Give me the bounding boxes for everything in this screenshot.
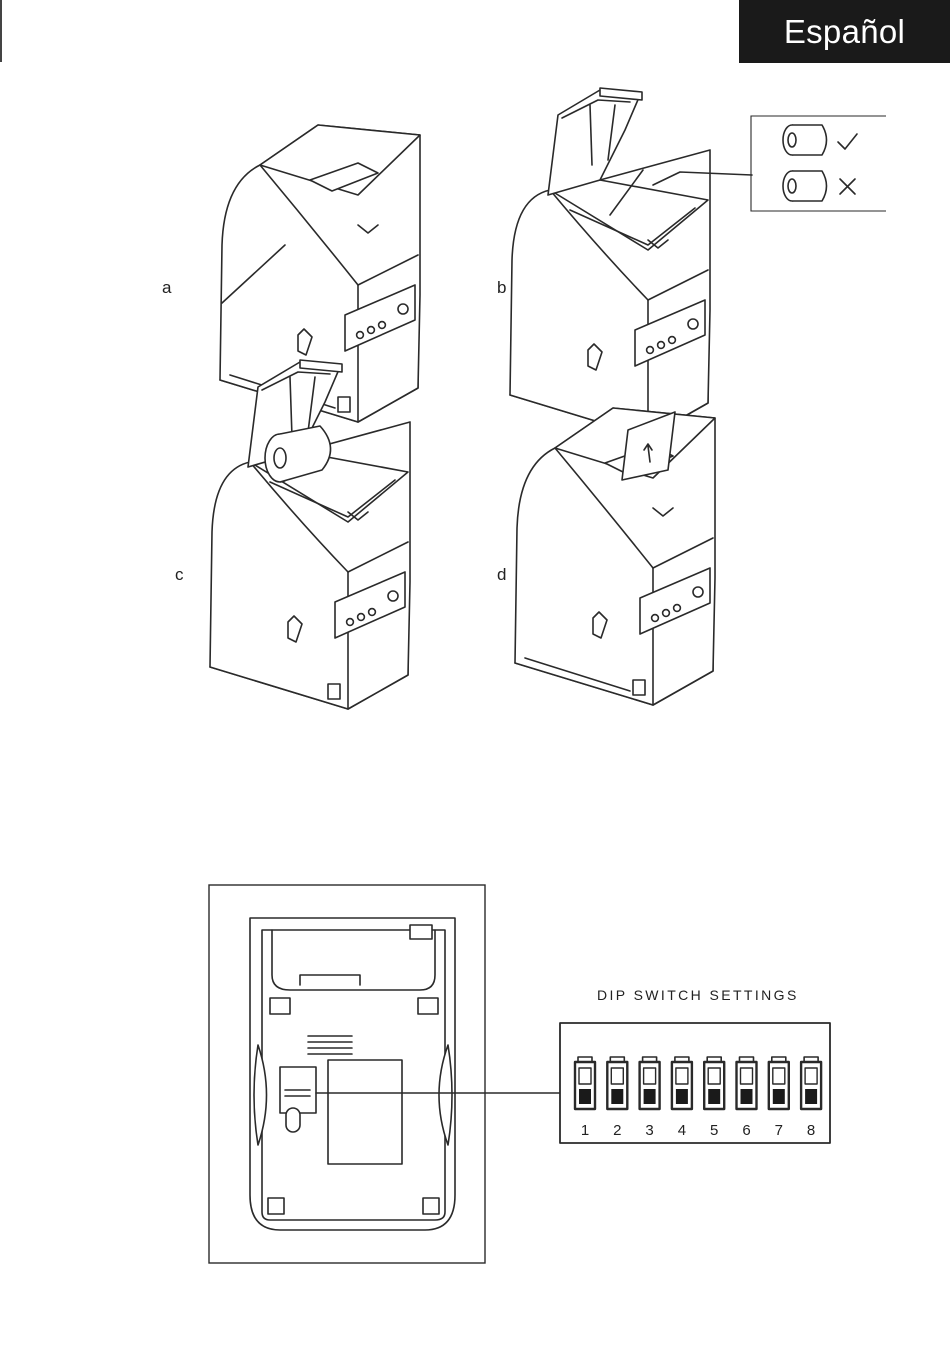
dip-switch-number: 7	[775, 1122, 783, 1139]
panel-c-printer	[210, 360, 410, 709]
paper-roll-correct-icon	[783, 125, 827, 155]
cross-icon	[840, 179, 855, 194]
panel-a-label: a	[162, 278, 172, 297]
dip-switch-number: 5	[710, 1122, 718, 1139]
dip-switch-panel: 1 2 3 4 5 6 7 8	[560, 1023, 830, 1143]
check-icon	[838, 134, 857, 149]
paper-roll-wrong-icon	[783, 171, 827, 201]
panel-c-label: c	[175, 565, 184, 584]
dip-switch-number: 1	[581, 1122, 589, 1139]
dip-switch-number: 6	[742, 1122, 750, 1139]
panel-d-label: d	[497, 565, 506, 584]
panel-b-printer	[510, 88, 752, 437]
printer-bottom-view	[209, 885, 560, 1263]
dip-switch-number: 2	[613, 1122, 621, 1139]
panel-b-label: b	[497, 278, 506, 297]
dip-switch-number: 3	[645, 1122, 653, 1139]
panel-d-printer	[515, 408, 715, 705]
dip-switch-number: 4	[678, 1122, 686, 1139]
dip-switch-title: DIP SWITCH SETTINGS	[597, 987, 799, 1003]
paper-orientation-inset	[751, 116, 886, 211]
dip-switch-number: 8	[807, 1122, 815, 1139]
